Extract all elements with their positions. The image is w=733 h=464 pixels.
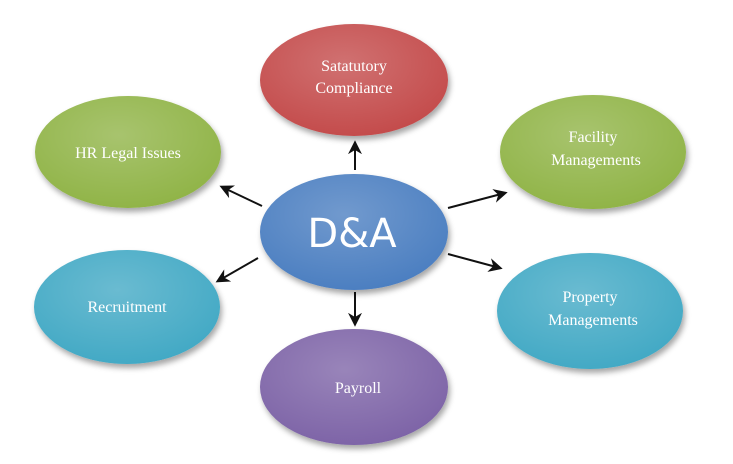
- arrow-to-facility: [447, 189, 508, 209]
- node-label-line1: HR Legal Issues: [75, 145, 181, 162]
- node-center-da: D&A: [260, 174, 448, 290]
- node-label-line2: Managements: [548, 312, 638, 329]
- node-label-line1: Facility: [569, 129, 618, 146]
- node-recruitment: Recruitment: [34, 250, 220, 364]
- node-label-line2: Managements: [551, 152, 641, 169]
- arrow-to-hr-legal: [219, 185, 263, 207]
- node-hr-legal-issues: HR Legal Issues: [35, 96, 221, 208]
- node-statutory-compliance: Satatutory Compliance: [260, 24, 448, 136]
- node-facility-managements: Facility Managements: [500, 95, 686, 209]
- node-label-line1: Recruitment: [87, 299, 167, 316]
- node-label-line1: Satatutory: [321, 58, 387, 75]
- node-label-line2: Compliance: [315, 80, 392, 97]
- node-label-line1: Payroll: [335, 380, 382, 397]
- node-payroll: Payroll: [260, 329, 448, 445]
- node-label-line1: Property: [562, 289, 617, 306]
- node-property-managements: Property Managements: [497, 253, 683, 369]
- center-label: D&A: [307, 211, 397, 257]
- arrow-to-recruitment: [215, 257, 259, 283]
- arrow-to-property: [447, 253, 503, 272]
